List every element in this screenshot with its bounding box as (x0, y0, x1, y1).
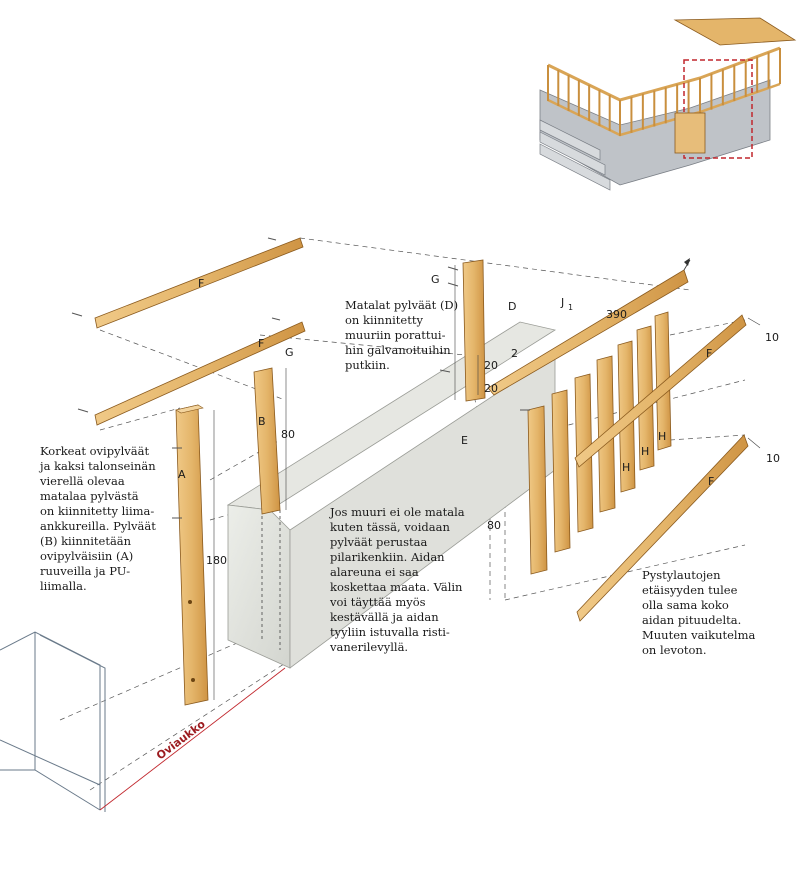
rail-f-bottom (576, 434, 749, 622)
label-door-opening: Oviaukko (154, 717, 208, 762)
label-g-middle: G (431, 273, 440, 286)
overview-stairs (539, 119, 611, 191)
overview-railings (547, 46, 781, 137)
label-g-left: G (285, 346, 294, 359)
label-e: E (461, 434, 468, 447)
board-f-top (94, 237, 304, 329)
label-b: B (258, 415, 266, 428)
rail-f-right (574, 314, 747, 468)
dimension-ticks (477, 317, 761, 449)
label-dim-2: 2 (511, 347, 518, 360)
note-middle: Jos muuri ei ole matala kuten tässä, voi… (330, 505, 465, 654)
label-j-sub: 1 (568, 303, 573, 312)
post-d (454, 259, 486, 402)
overview-deck (673, 17, 797, 46)
post-b (253, 367, 287, 515)
board-f-second (94, 321, 306, 426)
overview-highlight-box (683, 59, 753, 159)
label-dim-20-b: 20 (484, 382, 498, 395)
door-opening-line (99, 667, 286, 811)
concrete-wall-front (227, 504, 291, 669)
label-dim-390: 390 (606, 308, 627, 321)
label-dim-80-b: 80 (281, 428, 295, 441)
label-dim-20-a: 20 (484, 359, 498, 372)
note-left: Korkeat ovipylväät ja kaksi talonseinän … (40, 444, 156, 593)
label-dim-180: 180 (206, 554, 227, 567)
label-a: A (178, 468, 186, 481)
overview-inset-illustration (539, 17, 797, 191)
post-a (175, 404, 215, 706)
label-dim-80-right: 80 (487, 519, 501, 532)
overview-balusters (547, 48, 781, 136)
label-f-right: F (706, 347, 712, 360)
label-h1: H (622, 461, 630, 474)
label-h3: H (658, 430, 666, 443)
label-j: J (560, 296, 564, 309)
overview-gate-panel (674, 112, 706, 154)
board-j1 (487, 258, 691, 396)
label-f-top: F (198, 277, 204, 290)
screws (71, 237, 530, 519)
door-frame-wireframe (0, 631, 106, 812)
label-d: D (508, 300, 516, 313)
note-top-middle: Matalat pylväät (D) on kiinnitetty muuri… (345, 298, 459, 372)
label-f-bottom: F (708, 475, 714, 488)
label-dim-10-top: 10 (765, 331, 779, 344)
label-dim-10-bottom: 10 (766, 452, 780, 465)
label-h2: H (641, 445, 649, 458)
label-f-second: F (258, 337, 264, 350)
note-right: Pystylautojen etäisyyden tulee olla sama… (642, 568, 756, 657)
